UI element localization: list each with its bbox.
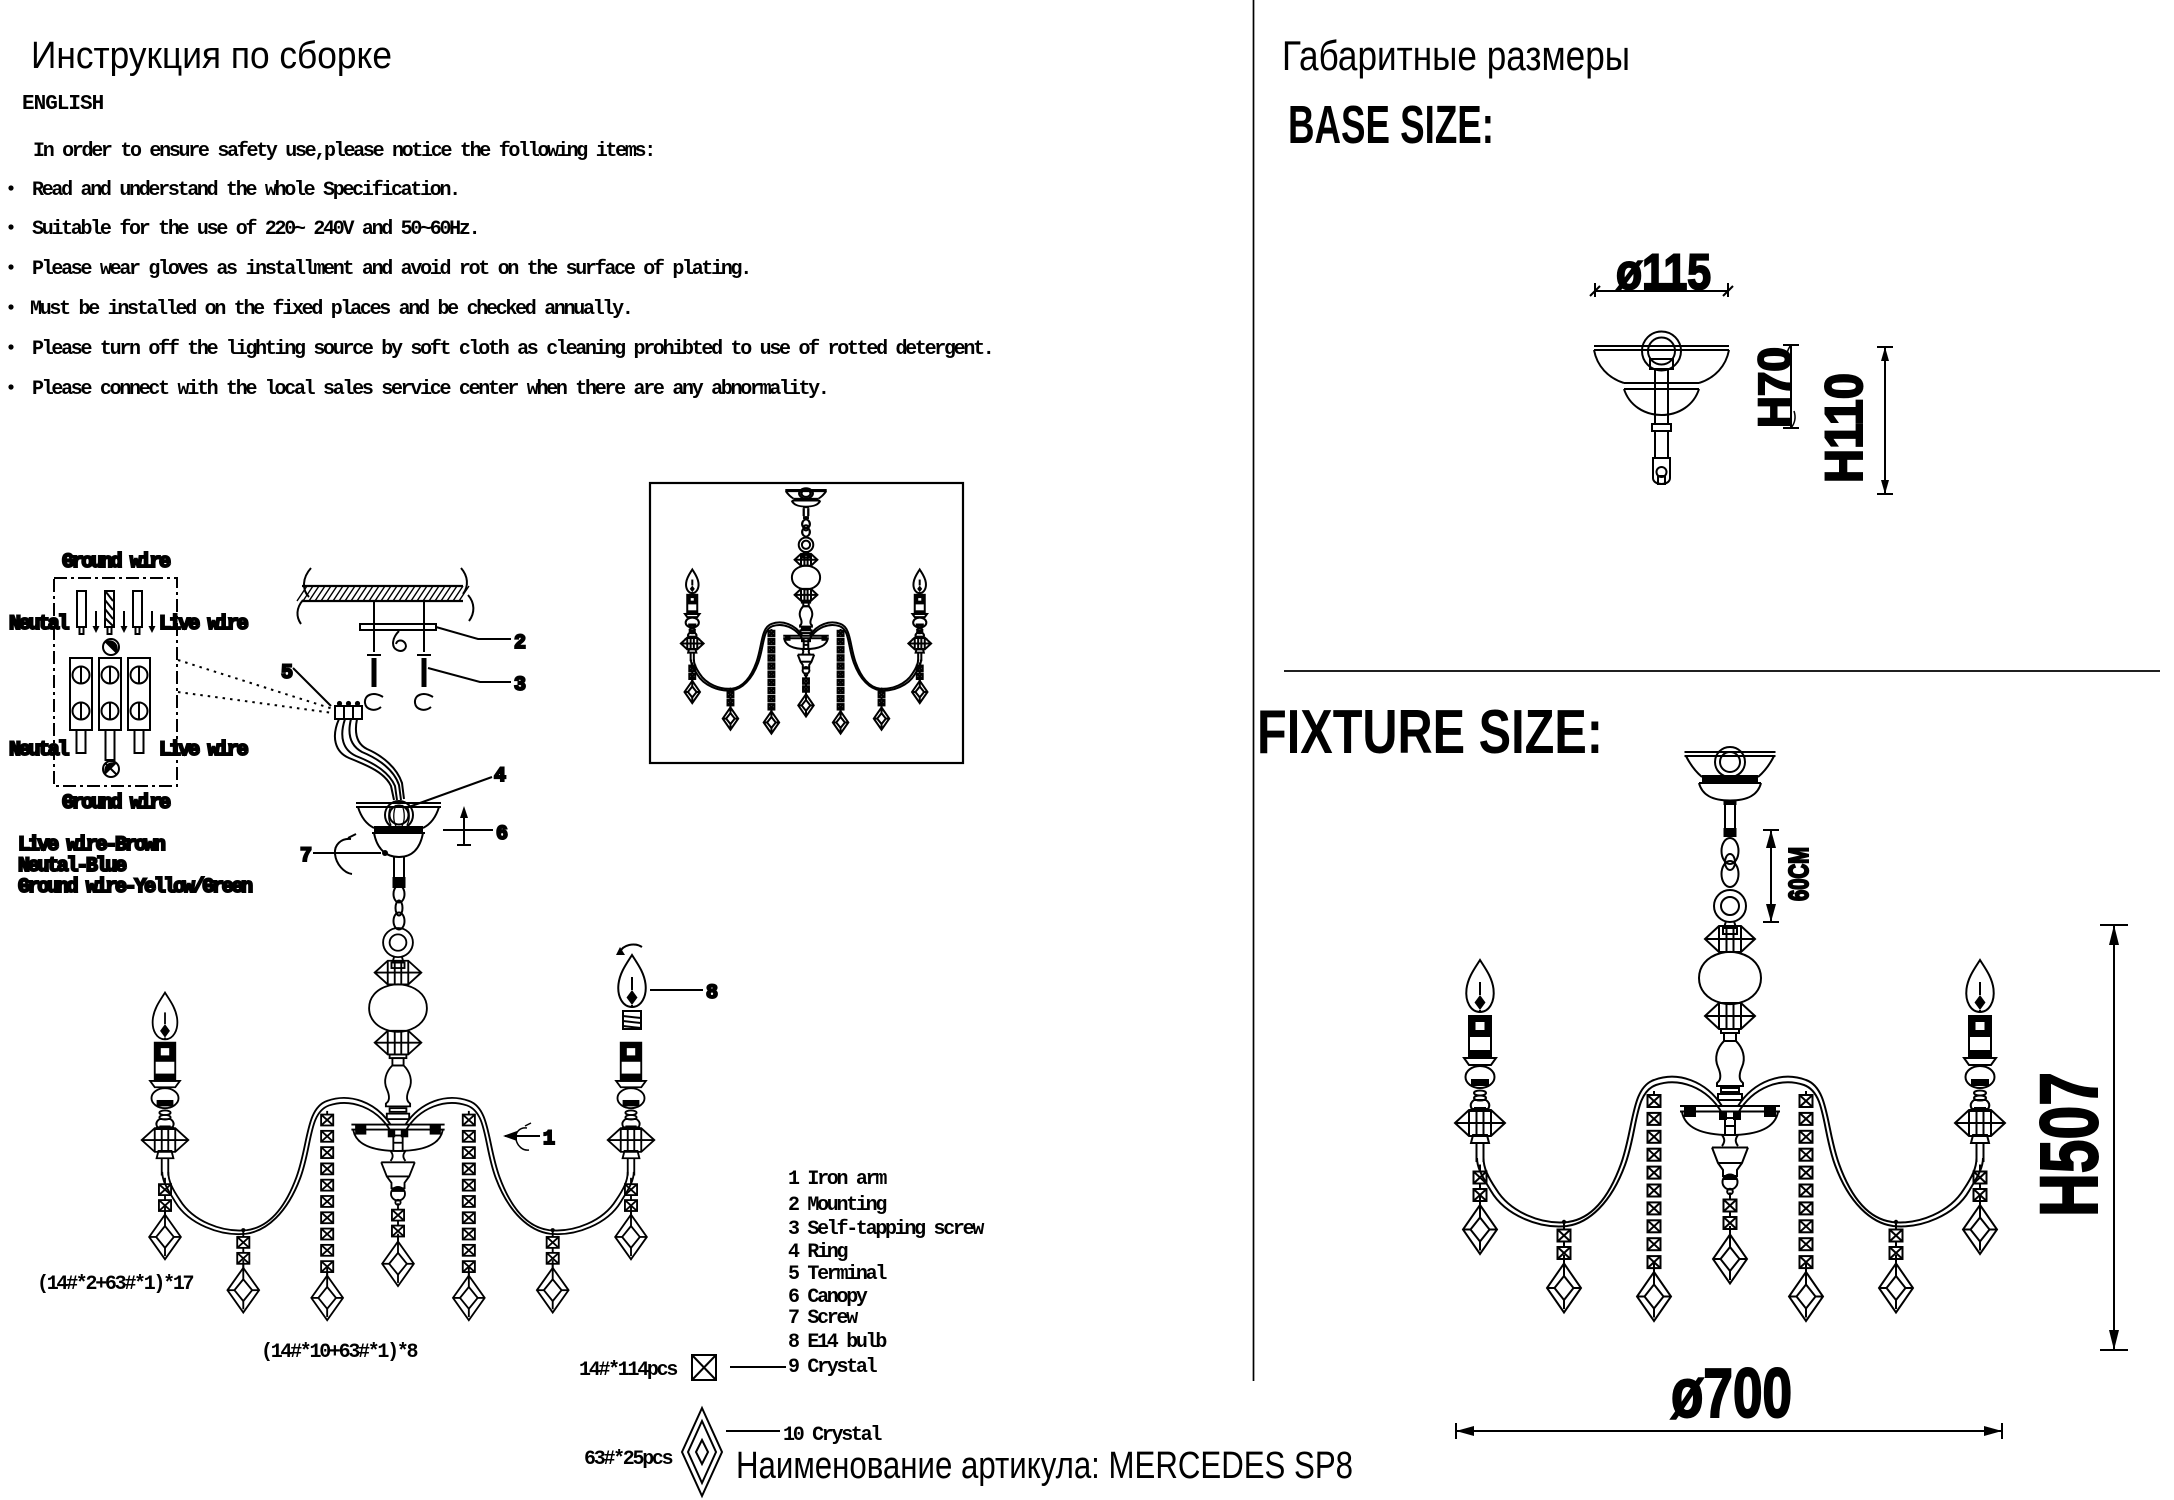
- svg-text:Read and understand the whole: Read and understand the whole Specificat…: [32, 179, 459, 202]
- svg-text:7: 7: [300, 845, 311, 868]
- svg-text:In order to ensure safety use,: In order to ensure safety use,please not…: [33, 140, 654, 163]
- svg-text:Live wire: Live wire: [159, 739, 249, 762]
- svg-text:60CM: 60CM: [1783, 847, 1814, 901]
- svg-text:H110: H110: [1815, 373, 1874, 483]
- svg-text:Ground wire-Yellow/Green: Ground wire-Yellow/Green: [18, 876, 252, 899]
- svg-text:4: 4: [494, 765, 506, 788]
- svg-text:H70: H70: [1749, 347, 1800, 428]
- svg-text:6 Canopy: 6 Canopy: [788, 1286, 868, 1309]
- svg-text:Please connect with the local: Please connect with the local sales serv…: [32, 378, 828, 401]
- svg-text:Please turn off the lighting s: Please turn off the lighting source by s…: [32, 338, 993, 361]
- svg-text:7 Screw: 7 Screw: [788, 1307, 858, 1330]
- svg-text:Neutal: Neutal: [9, 613, 70, 636]
- svg-text:Ground wire: Ground wire: [62, 551, 171, 574]
- svg-text:Ground wire: Ground wire: [62, 792, 171, 815]
- svg-text:(14#*10+63#*1)*8: (14#*10+63#*1)*8: [261, 1341, 418, 1364]
- svg-text:4 Ring: 4 Ring: [788, 1241, 848, 1264]
- svg-text:10 Crystal: 10 Crystal: [783, 1424, 882, 1447]
- svg-text:Live wire: Live wire: [159, 613, 249, 636]
- svg-text:5 Terminal: 5 Terminal: [788, 1263, 887, 1286]
- svg-text:Suitable for the use of 220~ 2: Suitable for the use of 220~ 240V and 50…: [32, 218, 478, 241]
- svg-text:1: 1: [543, 1128, 555, 1151]
- svg-text:Neutal-Blue: Neutal-Blue: [18, 855, 127, 878]
- svg-text:Наименование артикула: MERCEDE: Наименование артикула: MERCEDES SP8: [736, 1445, 1353, 1487]
- svg-text:2 Mounting: 2 Mounting: [788, 1194, 886, 1217]
- svg-text:Инструкция по сборке: Инструкция по сборке: [31, 35, 392, 77]
- svg-text:BASE SIZE:: BASE SIZE:: [1288, 95, 1494, 155]
- svg-text:14#*114pcs: 14#*114pcs: [579, 1359, 677, 1382]
- svg-text:(14#*2+63#*1)*17: (14#*2+63#*1)*17: [37, 1273, 194, 1296]
- svg-text:9 Crystal: 9 Crystal: [788, 1356, 878, 1379]
- svg-text:Live wire-Brown: Live wire-Brown: [18, 834, 165, 857]
- svg-text:3: 3: [514, 674, 525, 697]
- svg-text:2: 2: [514, 632, 525, 655]
- svg-text:8 E14 bulb: 8 E14 bulb: [788, 1331, 887, 1354]
- svg-text:Габаритные размеры: Габаритные размеры: [1282, 32, 1630, 79]
- svg-text:Please wear gloves as installm: Please wear gloves as installment and av…: [32, 258, 750, 281]
- svg-text:3 Self-tapping screw: 3 Self-tapping screw: [788, 1218, 984, 1241]
- svg-text:ø700: ø700: [1671, 1354, 1792, 1432]
- svg-text:H507: H507: [2024, 1072, 2115, 1217]
- svg-text:8: 8: [706, 982, 717, 1005]
- svg-text:5: 5: [281, 662, 292, 685]
- svg-text:FIXTURE SIZE:: FIXTURE SIZE:: [1257, 698, 1603, 767]
- svg-text:Must be installed on the fixed: Must be installed on the fixed places an…: [30, 298, 632, 321]
- svg-text:6: 6: [496, 823, 507, 846]
- svg-text:ENGLISH: ENGLISH: [22, 93, 104, 116]
- svg-text:Neutal: Neutal: [9, 739, 70, 762]
- svg-text:63#*25pcs: 63#*25pcs: [584, 1448, 673, 1471]
- svg-text:1 Iron arm: 1 Iron arm: [788, 1168, 887, 1191]
